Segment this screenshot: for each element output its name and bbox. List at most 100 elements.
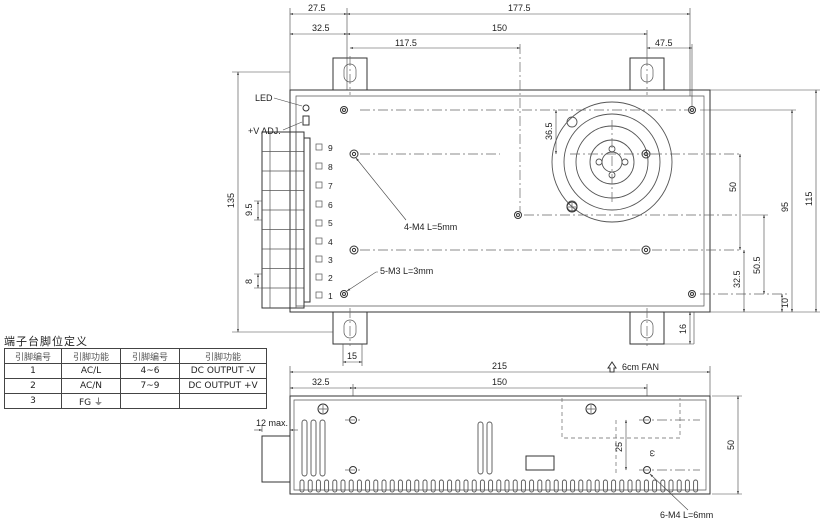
table-cell: DC OUTPUT -V — [179, 363, 267, 379]
vent-slot — [668, 479, 674, 493]
screw-hole-icon — [342, 292, 346, 296]
dim-177-5: 177.5 — [508, 3, 531, 13]
side-chassis-outline — [289, 395, 711, 495]
vent-slot — [315, 479, 321, 493]
led-indicator-icon — [302, 104, 310, 112]
dim-12-max: 12 max. — [256, 418, 288, 428]
ground-screw-icon — [317, 403, 329, 415]
vadj-label: +V ADJ. — [248, 126, 281, 136]
vent-slot — [570, 479, 576, 493]
table-header: 引脚功能 — [61, 348, 121, 364]
screw-hole-icon — [351, 151, 357, 157]
vent-slot — [447, 479, 453, 493]
dim-150-side: 150 — [492, 377, 507, 387]
vent-slot — [356, 479, 362, 493]
screw-hole-icon — [516, 213, 520, 217]
dim-115: 115 — [804, 192, 814, 206]
pin-label: 9 — [328, 143, 333, 153]
vent-slot — [619, 479, 625, 493]
screw-hole-icon — [351, 247, 357, 253]
vent-slot — [643, 479, 649, 493]
screw-hole-icon — [340, 290, 348, 298]
vent-slot — [660, 479, 666, 493]
vent-slot — [422, 479, 428, 493]
dim-47-5: 47.5 — [655, 38, 673, 48]
fan-screw-icon — [566, 201, 578, 213]
m3-holes — [340, 106, 696, 298]
table-cell: 4~6 — [120, 363, 180, 379]
pin-label: 4 — [328, 237, 333, 247]
vent-slot — [455, 479, 461, 493]
screw-hole-icon — [349, 149, 359, 159]
table-cell: FG ⏚ — [61, 393, 121, 409]
screw-hole-icon — [349, 245, 359, 255]
vent-slot — [332, 479, 338, 493]
vent-slot — [340, 479, 346, 493]
screw-hole-icon — [690, 292, 694, 296]
vent-slot — [463, 479, 469, 493]
dim-50-side: 50 — [726, 440, 736, 450]
vent-slot — [373, 479, 379, 493]
pin-label: 5 — [328, 218, 333, 228]
dim-117-5: 117.5 — [395, 38, 417, 48]
table-header: 引脚功能 — [179, 348, 267, 364]
side-view: ω 215 32.5 150 12 max. 25 50 6-M4 L=6mm — [254, 201, 742, 520]
dim-32-5: 32.5 — [312, 23, 330, 33]
dim-8: 8 — [244, 279, 254, 284]
vent-slot — [537, 479, 543, 493]
dim-95: 95 — [780, 202, 790, 212]
table-row: 1 AC/L 4~6 DC OUTPUT -V — [4, 363, 267, 379]
vent-slot — [512, 479, 518, 493]
fan-note: 6cm FAN — [622, 362, 659, 372]
pin-label: 8 — [328, 162, 333, 172]
vent-slot — [381, 479, 387, 493]
table-cell — [179, 393, 267, 409]
screw-hole-icon — [688, 290, 696, 298]
vent-slot — [471, 479, 477, 493]
pin-table-title: 端子台脚位定义 — [4, 335, 88, 348]
vent-slot — [652, 479, 658, 493]
pin-label: 2 — [328, 273, 333, 283]
pin-label: 1 — [328, 291, 333, 301]
vent-slot — [496, 479, 502, 493]
vent-slot — [406, 479, 412, 493]
m4-holes — [349, 149, 651, 255]
vent-slot — [545, 479, 551, 493]
dim-32-5-vertical: 32.5 — [732, 270, 742, 288]
table-cell — [120, 393, 180, 409]
vent-slot — [561, 479, 567, 493]
vent-slot — [586, 479, 592, 493]
vent-slot — [397, 479, 403, 493]
screw-hole-icon — [340, 106, 348, 114]
vent-slot — [594, 479, 600, 493]
vent-slot — [578, 479, 584, 493]
dim-10: 10 — [780, 298, 790, 308]
vent-slot — [504, 479, 510, 493]
table-header: 引脚编号 — [120, 348, 180, 364]
vent-slot — [627, 479, 633, 493]
vent-slot — [324, 479, 330, 493]
label-plate — [525, 455, 555, 471]
pin-label: 3 — [328, 255, 333, 265]
m4-note: 4-M4 L=5mm — [404, 222, 457, 232]
vent-slot — [488, 479, 494, 493]
vent-slot — [430, 479, 436, 493]
vent-slot — [529, 479, 535, 493]
voltage-adjust-potentiometer — [302, 115, 310, 126]
dim-27-5: 27.5 — [308, 3, 326, 13]
vent-slot — [693, 479, 699, 493]
screw-hole-icon — [514, 211, 522, 219]
pin-definition-table: 引脚编号 引脚功能 引脚编号 引脚功能 1 AC/L 4~6 DC OUTPUT… — [4, 348, 267, 409]
table-cell: DC OUTPUT +V — [179, 378, 267, 394]
dim-135: 135 — [226, 193, 236, 208]
vent-slot — [438, 479, 444, 493]
svg-text:ω: ω — [648, 450, 658, 457]
table-cell: 1 — [4, 363, 62, 379]
table-cell: 7~9 — [120, 378, 180, 394]
chassis-outline — [289, 89, 711, 313]
m3-note: 5-M3 L=3mm — [380, 266, 433, 276]
table-cell: 3 — [4, 393, 62, 409]
pin-label: 7 — [328, 181, 333, 191]
table-cell: 2 — [4, 378, 62, 394]
